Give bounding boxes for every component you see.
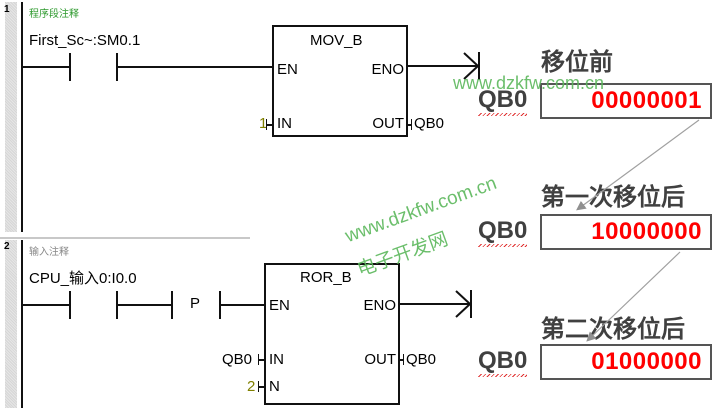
network-2-number: 2 (4, 241, 10, 252)
network-2-coil-end-icon (398, 290, 472, 318)
ror-b-out-value[interactable]: QB0 (406, 351, 437, 368)
pin-n: N (269, 378, 280, 395)
network-1-coil-end-icon (406, 52, 480, 80)
annotation-value-box-before: 00000001 (540, 83, 712, 119)
annotation-value-box-first-shift: 10000000 (540, 214, 712, 250)
block-title: MOV_B (310, 32, 363, 49)
network-2-contact-label: CPU_输入0:I0.0 (29, 270, 137, 287)
network-2-power-rail (21, 240, 23, 408)
mov-b-block[interactable]: MOV_B EN ENO IN OUT (272, 25, 408, 137)
annotation-value-box-second-shift: 01000000 (540, 344, 712, 380)
network-2-comment[interactable]: 输入注释 (29, 247, 69, 258)
ror-b-in-value[interactable]: QB0 (222, 351, 253, 368)
block-title: ROR_B (300, 269, 352, 286)
contact-left-bar (69, 291, 71, 319)
network-1-comment[interactable]: 程序段注释 (29, 9, 79, 20)
pin-en: EN (277, 61, 298, 78)
annotation-heading-second-shift: 第二次移位后 (541, 316, 685, 343)
in-stub (266, 124, 272, 126)
edge-left-bar (171, 291, 173, 319)
annotation-register-before: QB0 (478, 86, 528, 116)
rung-wire (116, 66, 272, 68)
annotation-value-before: 00000001 (591, 87, 702, 114)
annotation-register-second-shift: QB0 (478, 347, 528, 377)
mov-b-in-value[interactable]: 1 (259, 115, 268, 132)
out-stub (398, 359, 404, 361)
annotation-register-first-shift: QB0 (478, 217, 528, 247)
positive-edge-label[interactable]: P (190, 295, 201, 312)
network-1-contact-label: First_Sc~:SM0.1 (29, 32, 141, 49)
pin-en: EN (269, 297, 290, 314)
mov-b-out-value[interactable]: QB0 (414, 115, 445, 132)
network-separator (0, 237, 250, 239)
in-tick (266, 119, 267, 130)
rung-wire (219, 304, 264, 306)
out-tick (411, 119, 412, 130)
network-1-power-rail (21, 2, 23, 232)
annotation-heading-before: 移位前 (541, 49, 613, 76)
out-stub (406, 124, 412, 126)
pin-in: IN (277, 115, 292, 132)
pin-eno: ENO (371, 61, 404, 78)
rung-wire (116, 304, 172, 306)
rung-wire (23, 66, 69, 68)
ror-b-n-value[interactable]: 2 (247, 378, 256, 395)
in-stub (258, 359, 264, 361)
pin-out: OUT (372, 115, 404, 132)
watermark-url-top: www.dzkfw.com.cn (453, 73, 605, 93)
contact-left-bar (69, 53, 71, 81)
annotation-value-second-shift: 01000000 (591, 348, 702, 375)
network-2-gutter (5, 240, 17, 408)
ror-b-block[interactable]: ROR_B EN ENO IN OUT N (264, 263, 400, 405)
network-1-number: 1 (4, 4, 10, 15)
pin-in: IN (269, 351, 284, 368)
network-1-gutter (5, 2, 17, 232)
pin-out: OUT (364, 351, 396, 368)
annotation-value-first-shift: 10000000 (591, 218, 702, 245)
rung-wire (23, 304, 69, 306)
annotation-heading-first-shift: 第一次移位后 (541, 184, 685, 211)
pin-eno: ENO (363, 297, 396, 314)
n-stub (258, 386, 264, 388)
out-tick (403, 354, 404, 365)
